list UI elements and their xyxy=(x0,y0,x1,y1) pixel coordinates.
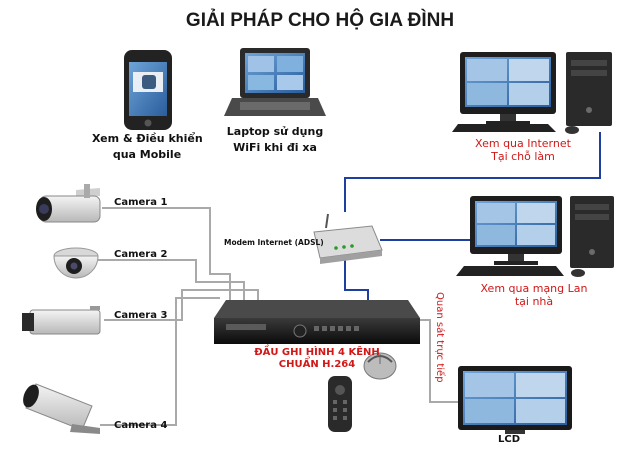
internet-pc-label: Xem qua Internet Tại chỗ làm xyxy=(462,137,584,163)
laptop-label: Laptop sử dụng WiFi khi đi xa xyxy=(224,124,326,156)
laptop-label-line2: WiFi khi đi xa xyxy=(233,141,317,154)
camera-3-label: Camera 3 xyxy=(114,310,168,321)
wire-camera-3 xyxy=(104,289,259,321)
pc-internet xyxy=(452,52,612,134)
internet-pc-label-line2: Tại chỗ làm xyxy=(491,150,555,163)
camera-wires xyxy=(98,207,458,426)
lan-pc-label-line2: tại nhà xyxy=(514,295,554,308)
internet-pc-label-line1: Xem qua Internet xyxy=(475,137,571,150)
lcd-monitor xyxy=(458,366,572,434)
dvr-label: ĐẦU GHI HÌNH 4 KÊNH CHUẨN H.264 xyxy=(214,347,420,371)
modem-router xyxy=(313,213,383,264)
lan-pc-label-line1: Xem qua mạng Lan xyxy=(480,282,588,295)
camera-4-label: Camera 4 xyxy=(114,420,168,431)
camera-2-label: Camera 2 xyxy=(114,249,168,260)
wire-dvr-to-lcd xyxy=(420,319,458,403)
lan-pc-label: Xem qua mạng Lan tại nhà xyxy=(470,282,598,308)
camera-4-device xyxy=(23,383,100,434)
remote-control xyxy=(328,376,352,432)
pc-lan xyxy=(456,196,614,277)
page-title: GIẢI PHÁP CHO HỘ GIA ĐÌNH xyxy=(185,10,455,31)
mobile-phone xyxy=(124,50,172,130)
lcd-label: LCD xyxy=(498,434,521,445)
wire-modem-to-internet-pc xyxy=(344,132,601,212)
mobile-label: Xem & Điều khiển qua Mobile xyxy=(92,131,203,163)
camera-1-device xyxy=(36,184,101,223)
laptop xyxy=(224,48,326,116)
dvr-label-line2: CHUẨN H.264 xyxy=(278,359,356,370)
dvr-label-line1: ĐẦU GHI HÌNH 4 KÊNH xyxy=(254,347,380,358)
modem-label: Modem Internet (ADSL) xyxy=(224,238,324,247)
laptop-label-line1: Laptop sử dụng xyxy=(226,125,324,138)
wire-camera-4 xyxy=(100,297,220,426)
camera-1-label: Camera 1 xyxy=(114,197,168,208)
camera-2-device xyxy=(53,247,99,279)
mouse-device xyxy=(363,352,397,380)
camera-3-device xyxy=(22,306,101,335)
dvr-recorder xyxy=(214,300,420,344)
network-wires xyxy=(344,132,601,300)
mobile-label-line1: Xem & Điều khiển xyxy=(92,132,203,145)
wire-modem-to-dvr xyxy=(344,258,369,300)
monitor-label: Quan sát trực tiếp xyxy=(434,292,445,383)
wire-camera-2 xyxy=(98,259,245,300)
mobile-label-line2: qua Mobile xyxy=(112,148,182,161)
